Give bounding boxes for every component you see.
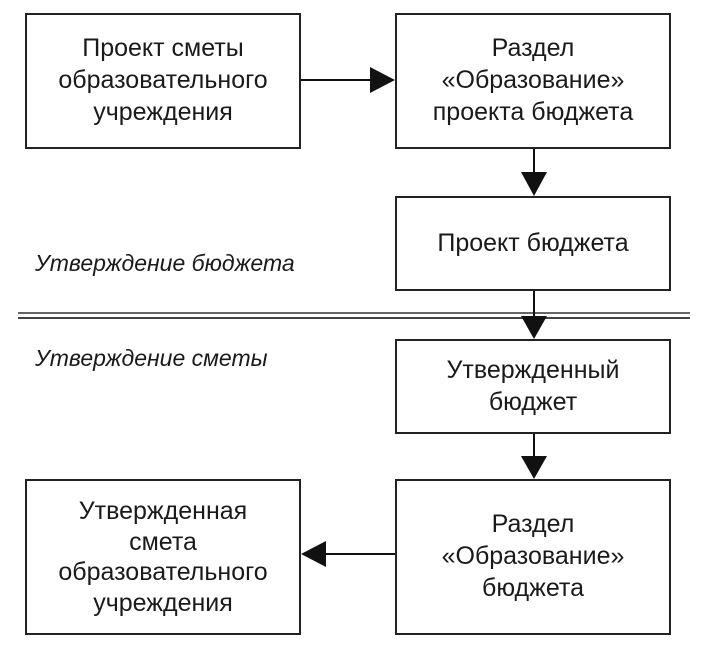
box-approved-estimate-label: Утвержденная смета образовательного учре… <box>58 497 268 617</box>
arrow-approved-to-section-head <box>521 456 547 479</box>
box-budget-draft-label: Проект бюджета <box>437 228 629 257</box>
arrow-section-to-estimate-head <box>301 541 326 567</box>
stage-label-budget-approval: Утверждение бюджета <box>35 250 295 276</box>
stage-label-estimate-approval: Утверждение сметы <box>35 345 268 371</box>
box-education-section-draft: Раздел «Образование» проекта бюджета <box>395 13 671 149</box>
box-project-estimate-label: Проект сметы образовательного учреждения <box>58 34 268 126</box>
box-budget-draft: Проект бюджета <box>395 196 671 291</box>
arrow-draft-to-approved-head <box>521 316 547 339</box>
arrow-section-to-draft-head <box>521 172 547 196</box>
box-education-section-budget-label: Раздел «Образование» бюджета <box>441 510 625 602</box>
box-education-section-budget: Раздел «Образование» бюджета <box>395 479 671 635</box>
box-education-section-draft-label: Раздел «Образование» проекта бюджета <box>432 34 634 126</box>
arrow-estimate-to-section-head <box>370 67 395 93</box>
box-approved-budget-label: Утвержденный бюджет <box>446 355 620 416</box>
box-project-estimate: Проект сметы образовательного учреждения <box>25 13 301 149</box>
box-approved-estimate: Утвержденная смета образовательного учре… <box>25 479 301 635</box>
box-approved-budget: Утвержденный бюджет <box>395 339 671 434</box>
